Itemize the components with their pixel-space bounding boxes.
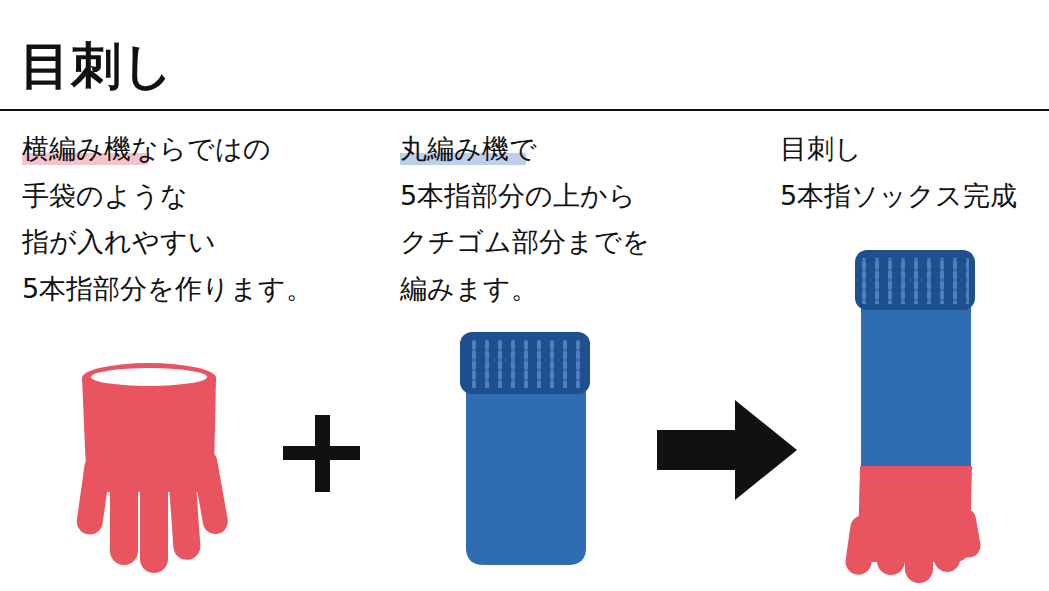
- finger-part: [75, 363, 230, 573]
- step-text: 指が入れやすい: [22, 225, 216, 259]
- step-text: 横編み機ならではの: [22, 132, 271, 166]
- finished-sock: [844, 250, 983, 583]
- tube-part: [460, 332, 590, 565]
- title: 目刺し: [20, 36, 174, 96]
- step-text: 目刺し: [780, 132, 862, 166]
- step-text: 手袋のような: [22, 179, 188, 213]
- step-text: 編みます。: [400, 272, 538, 306]
- title-rule: [0, 109, 1049, 111]
- arrow: [657, 400, 797, 500]
- step-text: クチゴム部分までを: [400, 225, 650, 259]
- step-text: 5本指ソックス完成: [780, 179, 1017, 213]
- step-text: 5本指部分の上から: [400, 179, 636, 213]
- plus-sign: [283, 415, 360, 492]
- step-text: 丸編み機で: [400, 132, 537, 166]
- step-text: 5本指部分を作ります。: [22, 272, 313, 306]
